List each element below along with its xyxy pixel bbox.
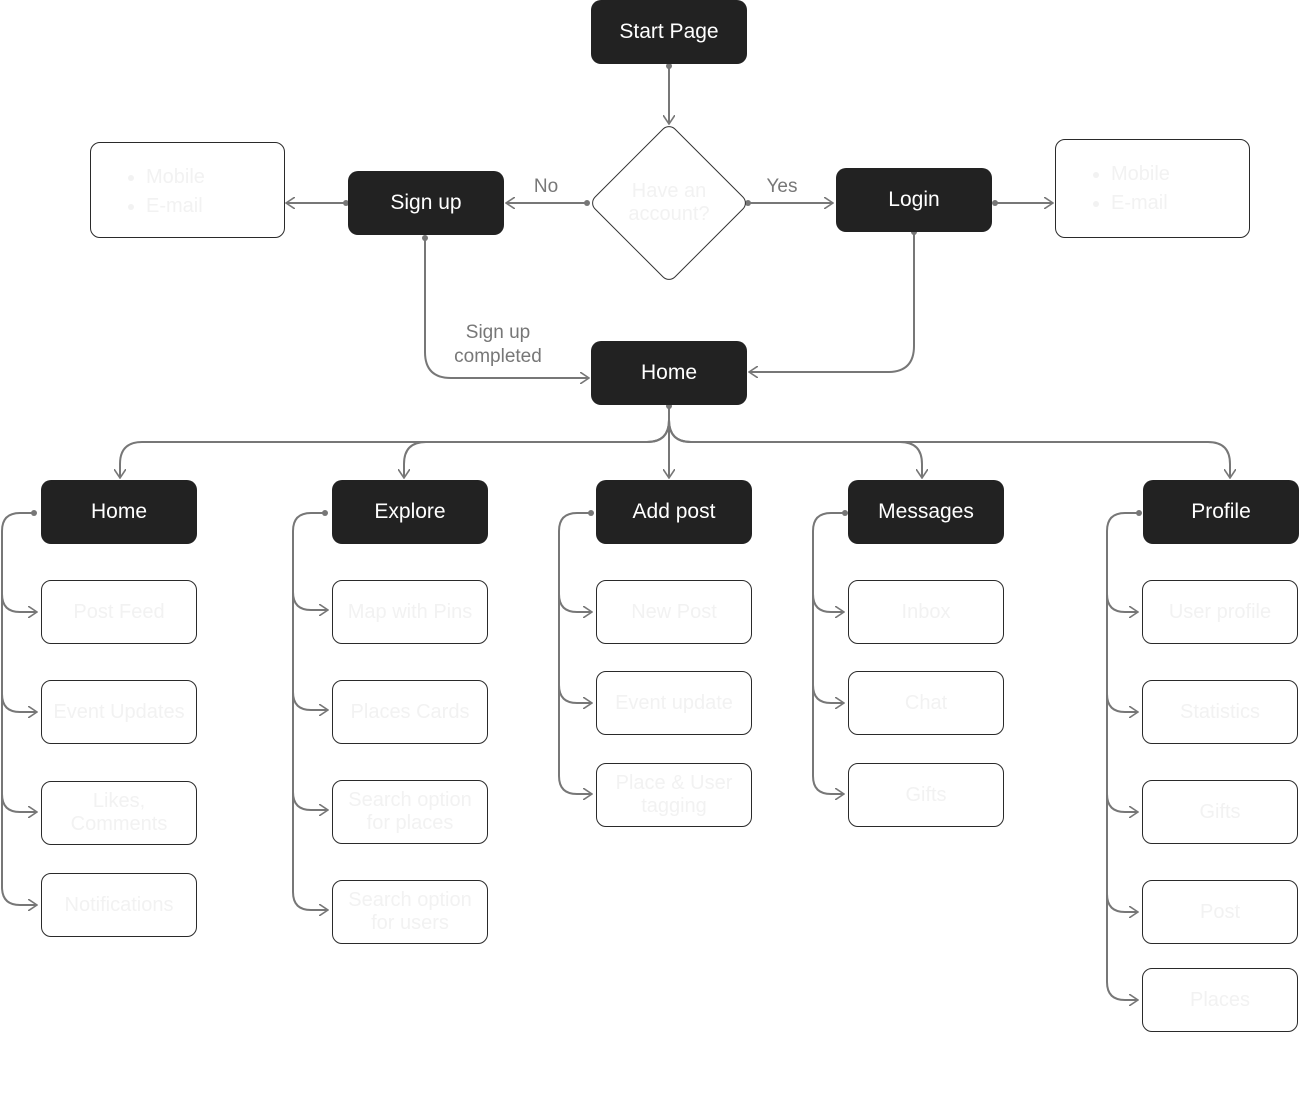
decision-text: Have an account? <box>628 180 710 225</box>
section-home-header: Home <box>41 480 197 544</box>
home-hub-node: Home <box>591 341 747 405</box>
login-option: Mobile <box>1111 160 1249 189</box>
connector-dot <box>322 510 328 516</box>
sign-up-to-home-arrow <box>424 238 589 378</box>
messages-item-gifts: Gifts <box>848 763 1004 827</box>
sign-up-completed-label: Sign up completed <box>454 322 542 367</box>
messages-item-chat: Chat <box>848 671 1004 735</box>
profile-section-branch-arrow <box>1106 893 1138 912</box>
profile-section-branch-arrow <box>1106 793 1138 812</box>
no-label: No <box>533 176 559 197</box>
messages-item-inbox: Inbox <box>848 580 1004 644</box>
connector-dot <box>343 200 349 206</box>
home-section-rail <box>1 512 34 887</box>
yes-label: Yes <box>766 176 798 197</box>
explore-section-branch-arrow <box>292 891 328 910</box>
section-profile-header: Profile <box>1143 480 1299 544</box>
explore-section-branch-arrow <box>292 591 328 610</box>
connector-dot <box>584 200 590 206</box>
section-add-post-header: Add post <box>596 480 752 544</box>
add-post-item-tagging: Place & User tagging <box>596 763 752 827</box>
sign-up-node: Sign up <box>348 171 504 235</box>
login-option: E-mail <box>1111 189 1249 218</box>
explore-section-branch-arrow <box>292 691 328 710</box>
home-section-branch-arrow <box>1 886 37 905</box>
profile-item-places: Places <box>1142 968 1298 1032</box>
connector-dot <box>31 510 37 516</box>
profile-item-statistics: Statistics <box>1142 680 1298 744</box>
connector-dot <box>842 510 848 516</box>
sign-up-options-box: Mobile E-mail <box>90 142 285 238</box>
tree-messages-arrow <box>668 419 922 478</box>
start-page-node: Start Page <box>591 0 747 64</box>
messages-section-branch-arrow <box>812 775 844 794</box>
home-section-branch-arrow <box>1 693 37 712</box>
tree-profile-arrow <box>668 419 1230 478</box>
explore-item-places-cards: Places Cards <box>332 680 488 744</box>
section-messages-header: Messages <box>848 480 1004 544</box>
connector-dot <box>588 510 594 516</box>
add-post-item-new-post: New Post <box>596 580 752 644</box>
home-item-likes-comments: Likes, Comments <box>41 781 197 845</box>
tree-explore-arrow <box>404 419 670 478</box>
profile-section-branch-arrow <box>1106 593 1138 612</box>
login-options-box: Mobile E-mail <box>1055 139 1250 238</box>
profile-section-branch-arrow <box>1106 981 1138 1000</box>
login-to-home-arrow <box>749 232 915 372</box>
home-item-post-feed: Post Feed <box>41 580 197 644</box>
login-node: Login <box>836 168 992 232</box>
explore-item-search-places: Search option for places <box>332 780 488 844</box>
home-item-event-updates: Event Updates <box>41 680 197 744</box>
sign-up-option: E-mail <box>146 192 284 221</box>
profile-item-user-profile: User profile <box>1142 580 1298 644</box>
connector-dot <box>422 235 428 241</box>
explore-section-branch-arrow <box>292 791 328 810</box>
connector-dot <box>745 200 751 206</box>
home-section-branch-arrow <box>1 793 37 812</box>
connector-dot <box>1136 510 1142 516</box>
profile-section-branch-arrow <box>1106 693 1138 712</box>
sign-up-option: Mobile <box>146 163 284 192</box>
add-post-item-event-update: Event update <box>596 671 752 735</box>
messages-section-rail <box>812 512 845 776</box>
profile-item-post: Post <box>1142 880 1298 944</box>
messages-section-branch-arrow <box>812 593 844 612</box>
messages-section-branch-arrow <box>812 684 844 703</box>
add-post-section-branch-arrow <box>558 775 592 794</box>
explore-item-search-users: Search option for users <box>332 880 488 944</box>
connector-dot <box>666 63 672 69</box>
add-post-section-branch-arrow <box>558 593 592 612</box>
home-item-notifications: Notifications <box>41 873 197 937</box>
explore-item-map-with-pins: Map with Pins <box>332 580 488 644</box>
explore-section-rail <box>292 512 325 892</box>
add-post-section-branch-arrow <box>558 684 592 703</box>
connector-dot <box>992 200 998 206</box>
add-post-section-rail <box>558 512 591 776</box>
home-section-branch-arrow <box>1 593 37 612</box>
section-explore-header: Explore <box>332 480 488 544</box>
profile-section-rail <box>1106 512 1139 982</box>
profile-item-gifts: Gifts <box>1142 780 1298 844</box>
